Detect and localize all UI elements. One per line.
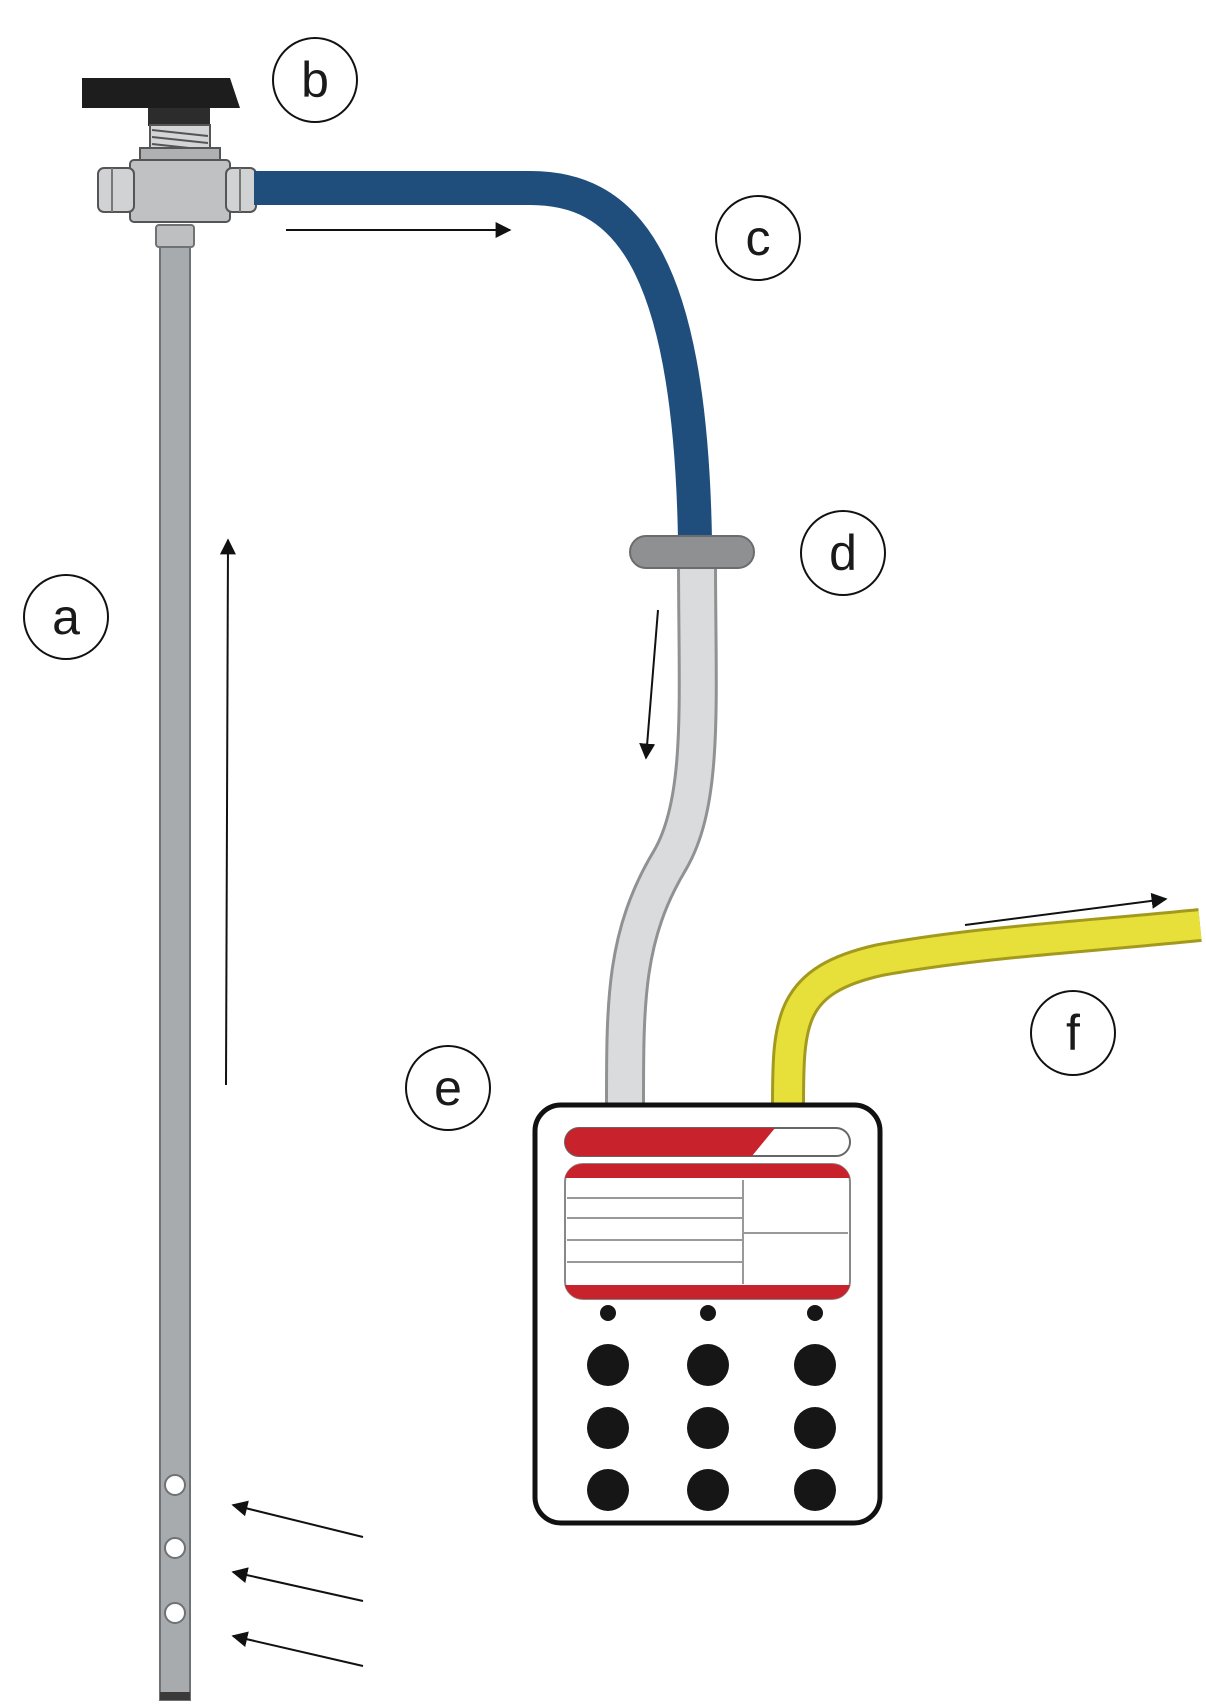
callout-b: b (272, 37, 358, 123)
callout-a: a (23, 574, 109, 660)
intake-hole (164, 1537, 186, 1559)
keypad-button (794, 1344, 836, 1386)
callout-label-c: c (746, 210, 771, 266)
device-top-strip-red (565, 1128, 775, 1156)
callout-label-f: f (1066, 1005, 1080, 1061)
keypad-button (587, 1469, 629, 1511)
grey-tube (608, 559, 715, 1106)
valve-icon (82, 78, 257, 223)
sampling-probe (155, 224, 195, 1701)
arrow-icon (219, 538, 236, 1086)
arrow-icon (231, 1500, 364, 1538)
callout-d: d (800, 510, 886, 596)
callout-label-e: e (434, 1060, 462, 1116)
callout-label-d: d (829, 525, 857, 581)
keypad-button (587, 1344, 629, 1386)
indicator-light (700, 1305, 716, 1321)
arrow-icon (231, 1567, 364, 1602)
keypad-button (687, 1344, 729, 1386)
arrow-icon (639, 609, 659, 760)
connector (629, 535, 755, 569)
callout-c: c (715, 195, 801, 281)
gas-analyzer-icon (532, 1102, 883, 1526)
keypad-button (794, 1407, 836, 1449)
callout-f: f (1030, 990, 1116, 1076)
keypad-button (794, 1469, 836, 1511)
indicator-light (807, 1305, 823, 1321)
arrow-icon (964, 892, 1168, 926)
indicator-light (600, 1305, 616, 1321)
keypad-button (587, 1407, 629, 1449)
device-display (564, 1163, 851, 1300)
probe-collar (155, 224, 195, 248)
valve-body (129, 159, 231, 223)
flow-arrows (219, 222, 1168, 1667)
valve-left-port (97, 167, 135, 213)
probe-shaft (159, 244, 191, 1701)
keypad-button (687, 1407, 729, 1449)
callout-e: e (405, 1045, 491, 1131)
keypad-button (687, 1469, 729, 1511)
probe-tip (160, 1692, 190, 1700)
arrow-icon (231, 1631, 364, 1667)
blue-tube (254, 171, 712, 541)
intake-hole (164, 1474, 186, 1496)
yellow-tube (774, 911, 1202, 1106)
callout-label-a: a (52, 589, 80, 645)
valve-stem (148, 108, 210, 126)
callout-label-b: b (301, 52, 329, 108)
intake-hole (164, 1602, 186, 1624)
valve-handle (82, 78, 240, 108)
